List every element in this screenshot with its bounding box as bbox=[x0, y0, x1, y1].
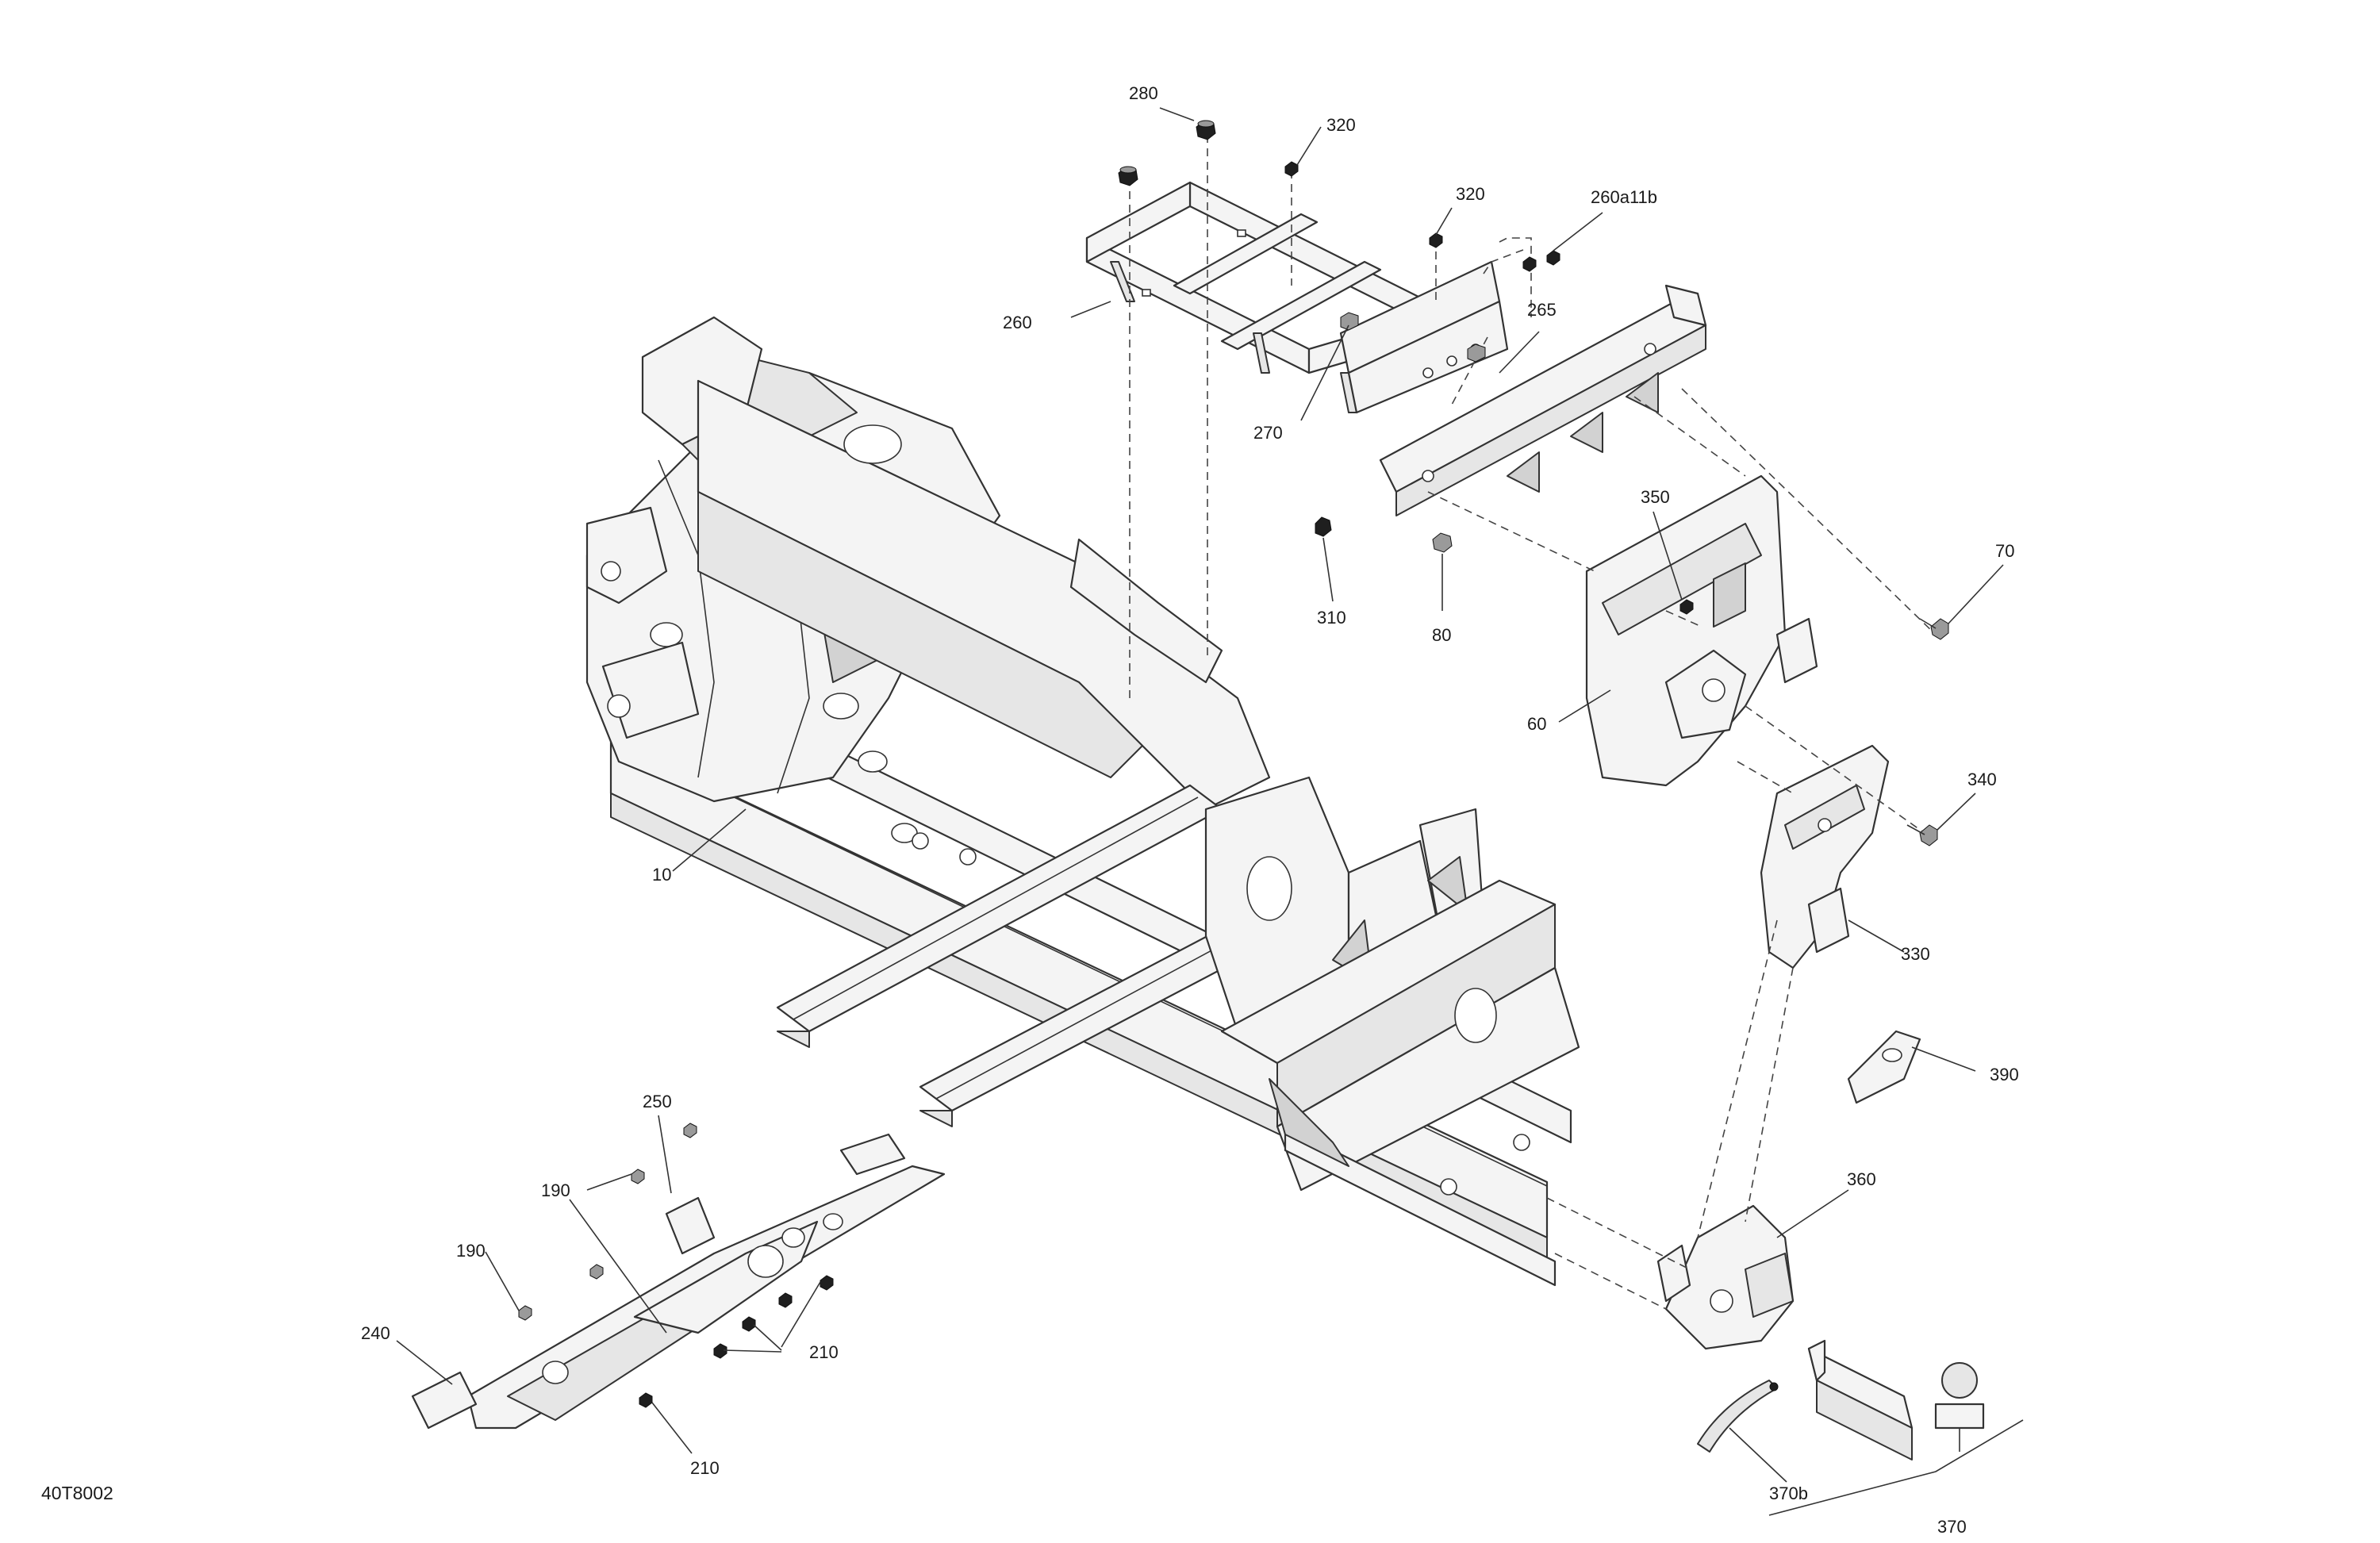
hex-nut-icon bbox=[1432, 532, 1453, 553]
callout-330: 330 bbox=[1901, 944, 1930, 964]
callout-370b: 370b bbox=[1769, 1484, 1808, 1503]
callout-260a11b: 260a11b bbox=[1591, 187, 1657, 207]
callout-280: 280 bbox=[1129, 83, 1158, 103]
hex-nut-icon bbox=[713, 1343, 727, 1359]
main-frame-10 bbox=[585, 316, 1580, 1287]
rear-bracket-330 bbox=[1760, 744, 1890, 969]
alignment-lines bbox=[1129, 135, 1937, 1310]
trailer-hitch-370 bbox=[1697, 1339, 1985, 1460]
callout-350: 350 bbox=[1641, 487, 1670, 507]
flange-bolt-icon bbox=[1919, 618, 1949, 640]
hex-nut-icon bbox=[1429, 232, 1443, 248]
hex-nut-icon bbox=[778, 1292, 793, 1308]
callout-labels: 280 320 320 260a11b 260 265 270 350 70 3… bbox=[361, 83, 2019, 1537]
callout-240: 240 bbox=[361, 1323, 390, 1343]
flange-bolt-icon bbox=[1906, 824, 1938, 846]
flange-bolt-icon bbox=[589, 1264, 604, 1280]
callout-250: 250 bbox=[643, 1092, 672, 1111]
callout-210-lower: 210 bbox=[690, 1458, 720, 1478]
flange-bolt-icon bbox=[518, 1305, 532, 1321]
hex-nut-icon bbox=[1284, 161, 1299, 177]
hex-nut-icon bbox=[1522, 256, 1537, 272]
rear-crossmember-265 bbox=[1339, 260, 1707, 516]
hex-nut-icon bbox=[820, 1275, 834, 1291]
flange-bolt-icon bbox=[1340, 312, 1359, 331]
hitch-bracket-360 bbox=[1656, 1204, 1795, 1350]
callout-260: 260 bbox=[1003, 313, 1032, 332]
skid-plate-390 bbox=[1847, 1030, 1921, 1104]
document-id: 40T8002 bbox=[41, 1483, 113, 1503]
callout-360: 360 bbox=[1847, 1169, 1876, 1189]
callout-370: 370 bbox=[1937, 1517, 1967, 1537]
callout-270: 270 bbox=[1253, 423, 1283, 443]
callout-320-upper: 320 bbox=[1326, 115, 1356, 135]
callout-340: 340 bbox=[1967, 770, 1997, 789]
fasteners bbox=[518, 120, 1949, 1408]
callout-190-upper: 190 bbox=[541, 1180, 570, 1200]
callout-80: 80 bbox=[1432, 625, 1451, 645]
flange-bolt-icon bbox=[1467, 344, 1486, 363]
callout-70: 70 bbox=[1995, 541, 2014, 561]
hex-nut-icon bbox=[639, 1392, 653, 1408]
callout-320-lower: 320 bbox=[1456, 184, 1485, 204]
hex-nut-icon bbox=[1118, 166, 1138, 186]
hex-nut-icon bbox=[1679, 599, 1694, 615]
hex-nut-icon bbox=[742, 1316, 756, 1332]
footrest-assembly-240 bbox=[411, 1133, 946, 1430]
leader-lines bbox=[396, 107, 2024, 1516]
callout-190-lower: 190 bbox=[456, 1241, 486, 1261]
rear-bracket-60 bbox=[1585, 474, 1818, 787]
callout-210-upper: 210 bbox=[809, 1342, 839, 1362]
hex-nut-icon bbox=[1315, 516, 1332, 537]
callout-390: 390 bbox=[1990, 1065, 2019, 1084]
callout-60: 60 bbox=[1527, 714, 1546, 734]
hex-nut-icon bbox=[1196, 120, 1216, 140]
flange-bolt-icon bbox=[631, 1169, 645, 1184]
flange-bolt-icon bbox=[683, 1123, 697, 1138]
callout-310: 310 bbox=[1317, 608, 1346, 628]
hex-nut-icon bbox=[1546, 250, 1560, 266]
callout-265: 265 bbox=[1527, 300, 1557, 320]
callout-10: 10 bbox=[652, 865, 671, 885]
